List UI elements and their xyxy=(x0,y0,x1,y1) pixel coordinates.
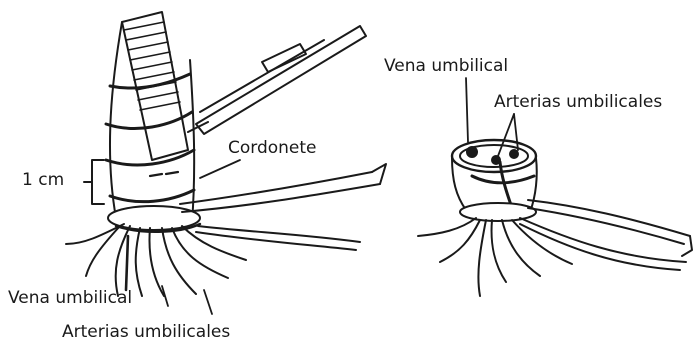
scale-label: 1 cm xyxy=(22,172,64,189)
right-tie-strands xyxy=(520,200,692,270)
vein-label-right: Vena umbilical xyxy=(384,58,508,75)
right-cord-stump xyxy=(452,140,537,221)
arteries-label-right: Arterias umbilicales xyxy=(494,94,662,111)
tie-label: Cordonete xyxy=(228,140,317,157)
scale-bracket xyxy=(84,160,104,204)
vein-label-left: Vena umbilical xyxy=(8,290,132,307)
left-scissors xyxy=(188,26,366,134)
left-tie-strands xyxy=(180,164,386,250)
left-cord-stump xyxy=(106,12,200,232)
arteries-label-left: Arterias umbilicales xyxy=(62,324,230,341)
